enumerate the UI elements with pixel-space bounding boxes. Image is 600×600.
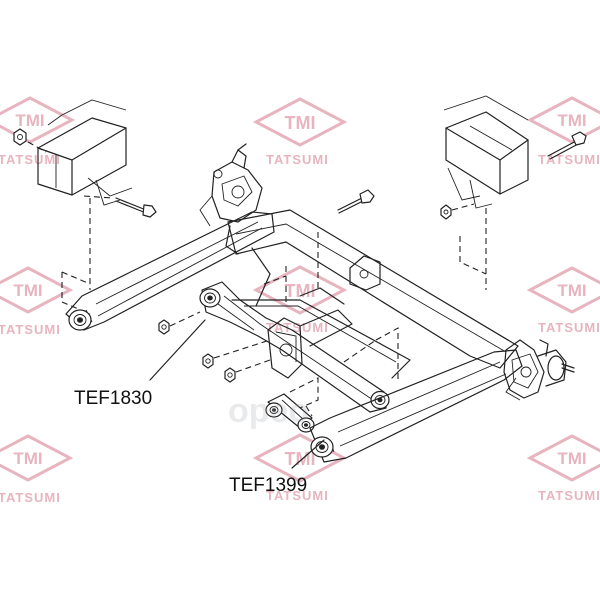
subframe-mount — [349, 255, 381, 291]
watermark-brand: TATSUMI — [538, 488, 600, 503]
watermark-logo: TMI — [0, 434, 74, 482]
watermark-logo-text: TMI — [13, 281, 42, 300]
watermark-logo-text: TMI — [557, 111, 586, 130]
leader-dashed — [235, 359, 271, 373]
leader-dashed — [375, 327, 399, 382]
leader-dashed — [343, 339, 377, 363]
bolt-icon — [547, 131, 587, 160]
callout-leader-tef1830 — [149, 319, 206, 381]
leader-dashed — [169, 311, 201, 327]
bushing-icon — [265, 402, 283, 418]
nut-icon — [440, 204, 452, 220]
nut-icon — [158, 319, 170, 335]
watermark-logo-text: TMI — [15, 111, 44, 130]
toe-link-tef1399 — [267, 393, 313, 429]
callout-label-tef1399: TEF1399 — [229, 475, 307, 496]
nut-icon — [13, 128, 27, 146]
callout-label-tef1830: TEF1830 — [74, 388, 152, 409]
watermark-logo: TMI — [526, 266, 600, 314]
watermark-brand: TATSUMI — [266, 152, 329, 167]
leader-dashed — [289, 377, 319, 409]
watermark-brand: TATSUMI — [0, 152, 61, 167]
lateral-link-tef1830 — [201, 281, 387, 413]
left-knuckle — [199, 143, 263, 227]
watermark-brand: TATSUMI — [266, 320, 329, 335]
watermark-logo: TMI — [526, 96, 600, 144]
nut-icon — [224, 367, 236, 383]
bolt-icon — [115, 197, 157, 218]
rear-subframe — [225, 209, 519, 382]
leader-dashed — [305, 405, 313, 417]
watermark-logo: TMI — [526, 434, 600, 482]
site-badge: opeo — [228, 392, 309, 430]
leader-dashed — [61, 271, 91, 285]
leader-dashed — [451, 203, 475, 211]
right-body-frame — [443, 95, 529, 209]
left-lower-arm — [65, 211, 275, 331]
leader-dashed — [83, 195, 113, 199]
bolt-icon — [337, 189, 375, 214]
leader-dashed — [263, 275, 287, 285]
bushing-icon — [310, 436, 334, 458]
right-knuckle — [503, 339, 575, 401]
watermark-logo-text: TMI — [557, 449, 586, 468]
callout-leader-tef1399 — [291, 439, 325, 469]
watermark-logo: TMI — [0, 266, 74, 314]
leader-dashed — [27, 141, 47, 153]
left-body-frame — [37, 99, 133, 206]
center-bracket — [267, 309, 353, 379]
watermark-logo-text: TMI — [285, 113, 316, 133]
right-lower-arm — [309, 349, 523, 463]
watermark-brand: TATSUMI — [538, 320, 600, 335]
watermark-logo: TMI — [252, 265, 348, 315]
watermark-brand: TATSUMI — [0, 322, 61, 337]
watermark-logo-text: TMI — [285, 281, 316, 301]
watermark-brand: TATSUMI — [538, 152, 600, 167]
bushing-icon — [199, 288, 221, 308]
watermark-logo-text: TMI — [13, 449, 42, 468]
watermark-layer: TMI TATSUMI TMI TATSUMI TMI TATSUMI TMI … — [0, 96, 600, 505]
watermark-logo-text: TMI — [557, 281, 586, 300]
leader-dashed — [459, 236, 487, 275]
bushing-icon — [68, 309, 92, 331]
watermark-brand: TATSUMI — [266, 488, 329, 503]
leader-dashed — [213, 339, 271, 359]
watermark-brand: TATSUMI — [0, 490, 61, 505]
nut-icon — [202, 353, 214, 369]
watermark-logo: TMI — [252, 97, 348, 147]
site-badge-text: opeo — [228, 392, 309, 430]
